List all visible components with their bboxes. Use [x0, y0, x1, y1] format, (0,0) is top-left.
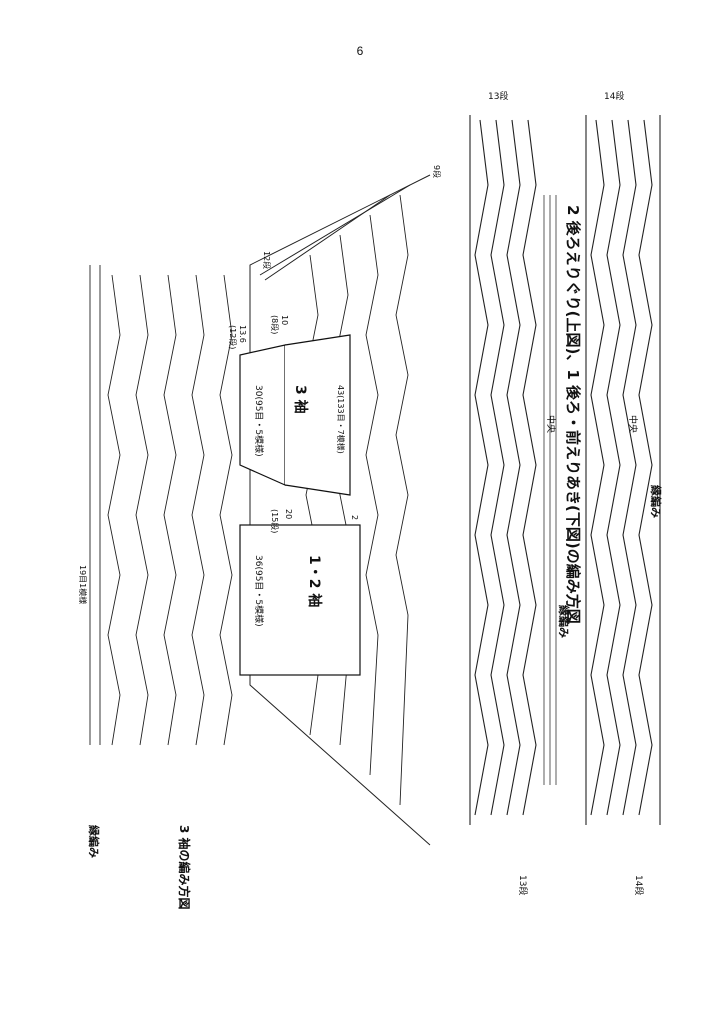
crochet-diagram: 2 後ろえりぐり(上図)、1 後ろ・前えりあき(下図)の編み方図 縁編み 縁編み… [60, 85, 680, 910]
sleeve-12-width: 36(95目・5模様) [253, 555, 265, 627]
row-12-label: 12段 [262, 251, 272, 269]
dim-12: (12段) [228, 325, 238, 349]
edging-label-1: 縁編み [557, 605, 571, 638]
row-9-label: 9段 [432, 165, 442, 178]
sleeve-chart [89, 174, 431, 846]
row-14-bottom: 14段 [633, 875, 645, 895]
dim-10: 10 [280, 315, 289, 325]
page-number: 6 [356, 44, 364, 58]
center-label-1: 中央 [545, 415, 557, 433]
dim-two: 2 [350, 515, 359, 520]
diagram-svg: 2 後ろえりぐり(上図)、1 後ろ・前えりあき(下図)の編み方図 縁編み 縁編み… [78, 90, 663, 910]
sleeve-12-title: 1・2 袖 [306, 555, 323, 607]
row-13-label: 13段 [488, 90, 508, 102]
sleeve-3-box: 3 袖 30(95目・5模様) [239, 334, 351, 496]
row-13-bottom: 13段 [517, 875, 529, 895]
dim-15: (15段) [270, 509, 280, 533]
row-14-label: 14段 [604, 90, 624, 102]
dim-136: 13.6 [238, 325, 247, 343]
main-title: 2 後ろえりぐり(上図)、1 後ろ・前えりあき(下図)の編み方図 [564, 205, 582, 624]
dim-43: 43(133目・7模様) [336, 385, 346, 454]
sleeve-12-box: 1・2 袖 36(95目・5模様) [239, 524, 361, 676]
sleeve-chart-title: 3 袖の編み方図 [177, 825, 192, 910]
sleeve-edging-label: 縁編み [87, 825, 101, 858]
edging-label-2: 縁編み [649, 485, 663, 518]
sleeve-3-width: 30(95目・5模様) [253, 385, 265, 457]
dim-19: 19目1模様 [78, 565, 88, 604]
dim-20: 20 [284, 509, 293, 519]
center-label-2: 中央 [627, 415, 639, 433]
collar-chart-upper [469, 115, 661, 825]
sleeve-3-title: 3 袖 [292, 385, 309, 414]
dim-8: (8段) [270, 315, 280, 334]
